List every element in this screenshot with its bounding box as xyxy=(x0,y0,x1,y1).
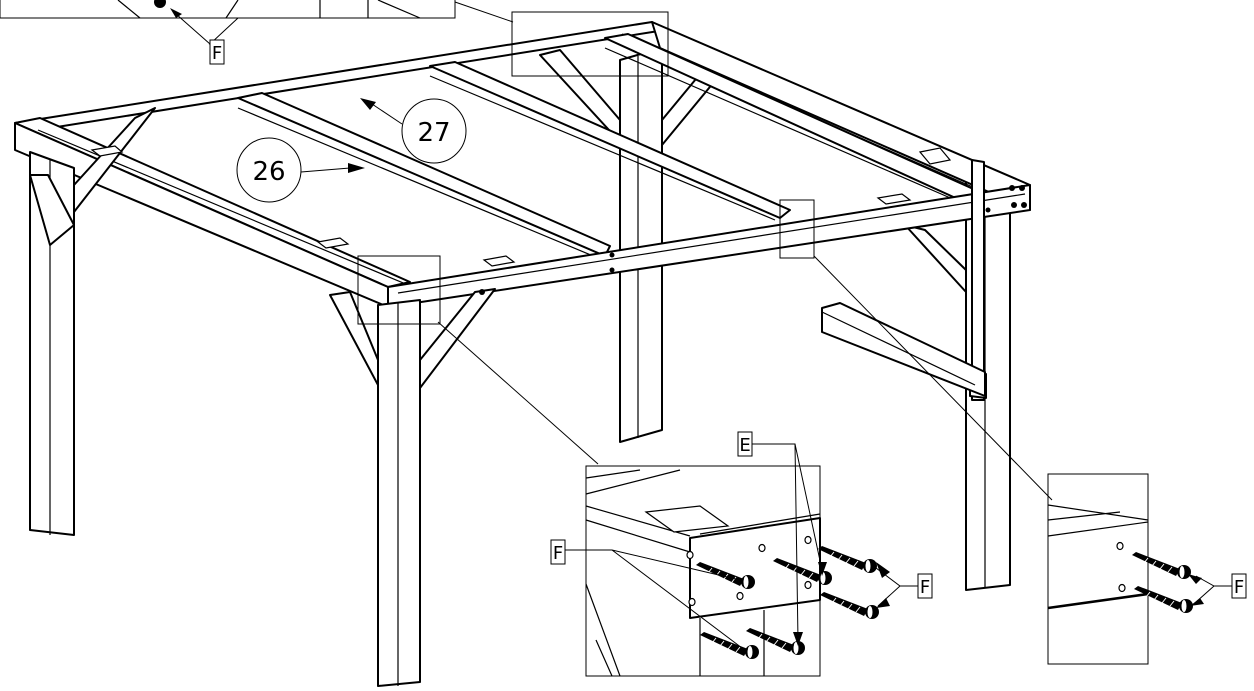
detail-view-front-beam xyxy=(1047,473,1194,665)
detail-view-front-corner xyxy=(585,465,880,677)
screw-icon xyxy=(817,545,878,574)
label-f-text: F xyxy=(1234,577,1244,598)
label-e-text: E xyxy=(739,435,750,456)
label-e: E xyxy=(737,431,827,646)
arrow-icon xyxy=(876,562,890,608)
screw-icon xyxy=(154,0,166,8)
arrow-icon xyxy=(360,98,376,110)
label-f-top-left: F xyxy=(209,39,225,65)
callout-27-label: 27 xyxy=(417,118,450,148)
arrow-icon xyxy=(348,163,365,173)
screw-icon xyxy=(1133,585,1194,614)
arrow-icon xyxy=(1188,574,1204,606)
screw-icon xyxy=(1131,551,1192,580)
screw-icon xyxy=(699,631,760,660)
screw-icon xyxy=(819,591,880,620)
label-f-text: F xyxy=(553,543,563,564)
top-left-detail-box xyxy=(0,0,514,45)
callout-part-26: 26 xyxy=(236,137,365,203)
screw-holes xyxy=(1116,541,1126,593)
label-f-detail-b: F xyxy=(1188,573,1247,606)
arrow-icon xyxy=(170,8,182,18)
label-f-detail-a-right: F xyxy=(875,562,933,608)
zoom-frame-front-beam xyxy=(779,199,815,259)
arrow-icon xyxy=(793,562,827,646)
callout-part-27: 27 xyxy=(360,98,467,164)
label-f-detail-a-left: F xyxy=(550,539,743,649)
label-f-text: F xyxy=(212,43,222,64)
zoom-frame-front-corner xyxy=(357,255,441,325)
callout-26-label: 26 xyxy=(252,157,285,187)
label-f-text: F xyxy=(920,577,930,598)
zoom-frame-top xyxy=(511,11,669,77)
pergola-frame xyxy=(14,21,1031,687)
